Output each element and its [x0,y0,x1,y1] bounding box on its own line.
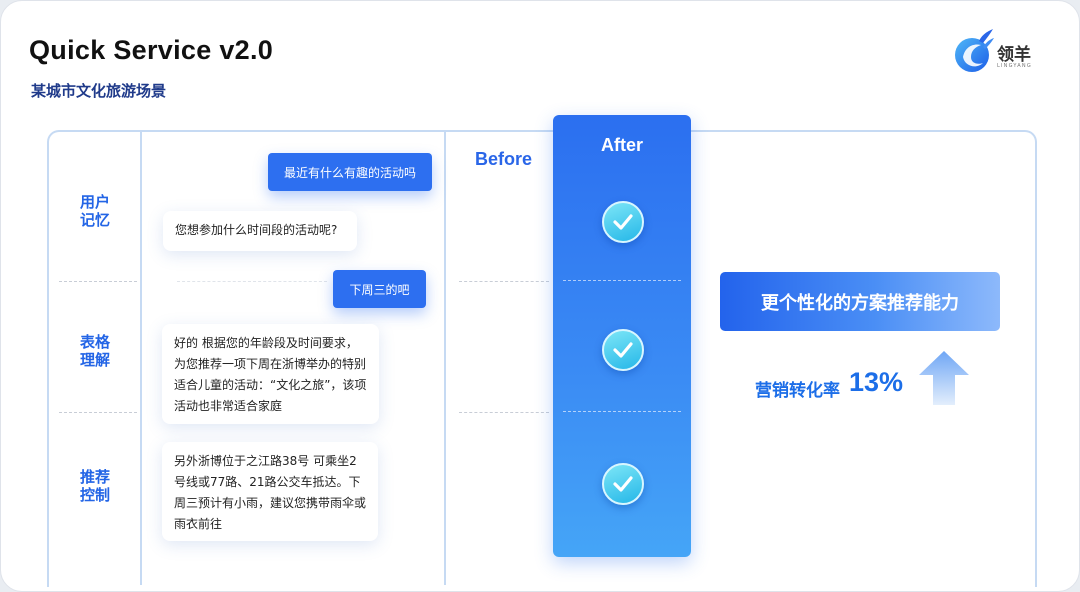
capability-banner: 更个性化的方案推荐能力 [720,272,1000,331]
row-divider [59,412,137,413]
row-divider [459,281,549,282]
check-icon [602,201,644,243]
row-label-text: 表格 理解 [79,333,110,369]
row-divider [563,411,681,412]
row-label-recommendation-control: 推荐 控制 [65,468,125,504]
row-divider [59,281,137,282]
page-title: Quick Service v2.0 [29,35,274,65]
logo-text: 领羊 [997,45,1031,65]
bot-message: 另外浙博位于之江路38号 可乘坐2号线或77路、21路公交车抵达。下周三预计有小… [162,442,378,541]
bot-message-text: 另外浙博位于之江路38号 可乘坐2号线或77路、21路公交车抵达。下周三预计有小… [174,454,367,531]
logo-tagline: LINGYANG [997,63,1032,69]
page-subtitle: 某城市文化旅游场景 [31,82,167,100]
row-label-text: 用户 记忆 [79,193,110,229]
before-label: Before [475,149,533,169]
arrow-up-icon [919,351,969,405]
row-divider [177,281,327,282]
row-divider [459,412,549,413]
lingyang-logo-icon [955,29,994,72]
capability-text: 更个性化的方案推荐能力 [761,292,959,314]
row-divider [563,280,681,281]
conversion-label: 营销转化率 [755,381,840,401]
row-label-user-memory: 用户 记忆 [65,193,125,229]
user-message-text: 下周三的吧 [349,282,410,297]
row-label-table-understanding: 表格 理解 [65,333,125,369]
after-label: After [600,135,643,155]
lingyang-logo: 领羊 LINGYANG [953,27,1049,77]
column-divider [444,130,446,585]
check-icon [602,329,644,371]
after-column: After [553,115,691,557]
bot-message-text: 您想参加什么时间段的活动呢? [175,223,338,237]
bot-message-text: 好的 根据您的年龄段及时间要求，为您推荐一项下周在浙博举办的特别适合儿童的活动：… [174,336,367,413]
conversion-value: 13% [849,367,904,397]
user-message: 最近有什么有趣的活动吗 [268,153,432,191]
row-label-text: 推荐 控制 [79,468,110,504]
comparison-frame [47,130,1037,587]
check-icon [602,463,644,505]
bot-message: 好的 根据您的年龄段及时间要求，为您推荐一项下周在浙博举办的特别适合儿童的活动：… [162,324,379,424]
bot-message: 您想参加什么时间段的活动呢? [163,211,357,251]
user-message: 下周三的吧 [333,270,426,308]
user-message-text: 最近有什么有趣的活动吗 [283,165,416,180]
column-divider [140,130,142,585]
